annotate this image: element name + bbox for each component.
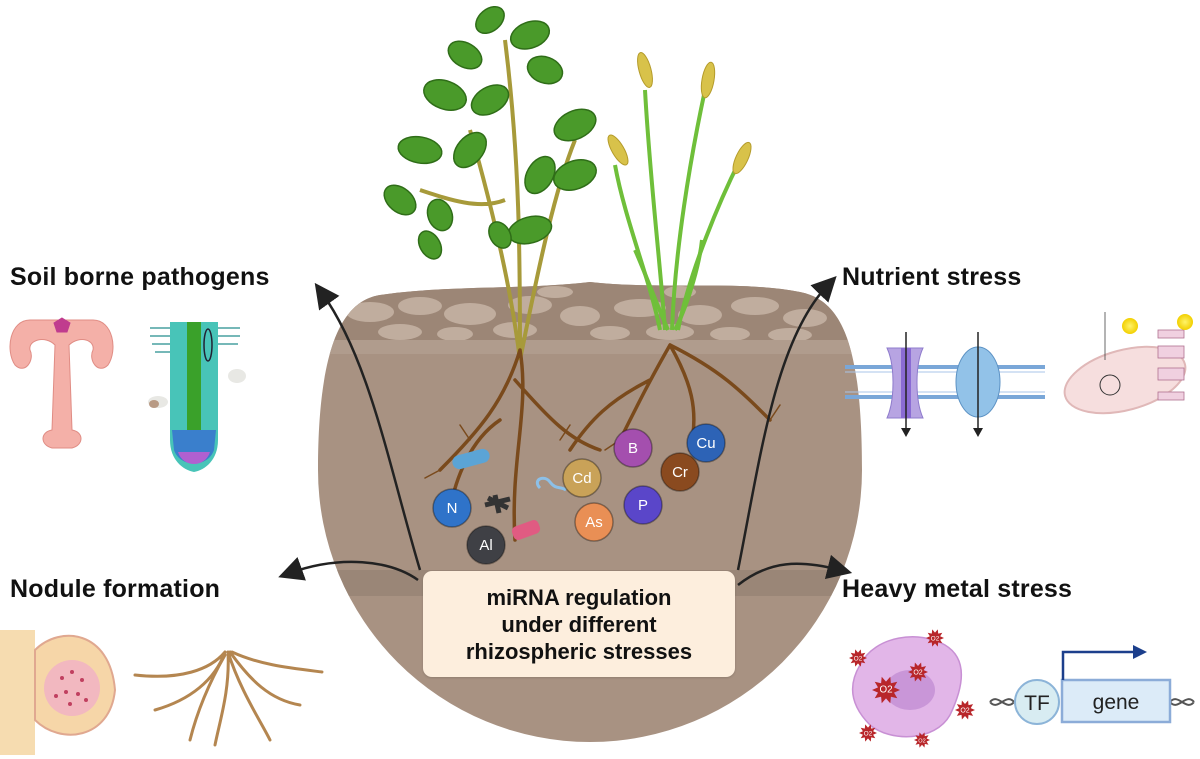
center-label-box: miRNA regulation under different rhizosp… (423, 571, 735, 677)
soil-borne-pathogens-title: Soil borne pathogens (10, 263, 270, 291)
arrow-to-heavy-metal-stress (737, 554, 853, 586)
center-label-line-2: under different (501, 611, 657, 637)
wheat-plant (607, 52, 752, 331)
arrow-to-nutrient-stress (736, 275, 837, 571)
gene-regulation-illustration: TF gene (989, 645, 1195, 725)
ion-b: B (613, 428, 653, 468)
legume-plant (383, 5, 597, 361)
ion-circle (466, 525, 506, 565)
ros-star-icon (914, 732, 930, 748)
ros-star-icon (926, 629, 944, 647)
ion-circle (574, 502, 614, 542)
ion-circle (613, 428, 653, 468)
ion-label: Cd (572, 470, 591, 487)
ros-star-icon (955, 700, 975, 720)
gene-box (1060, 678, 1172, 724)
ion-cu: Cu (686, 423, 726, 463)
ion-cr: Cr (660, 452, 700, 492)
ion-circle (562, 458, 602, 498)
tf-circle (1014, 679, 1060, 725)
ion-label: N (447, 500, 458, 517)
microbes (452, 448, 567, 540)
metabolism-illustration (1063, 312, 1193, 415)
ion-label: Cr (672, 464, 688, 481)
ion-al: Al (466, 525, 506, 565)
ion-as: As (574, 502, 614, 542)
ion-circle (432, 488, 472, 528)
ion-circle (623, 485, 663, 525)
ros-star-icon (872, 676, 900, 704)
membrane-transporters-illustration (845, 332, 1045, 437)
ion-label: B (628, 440, 638, 457)
center-label-line-1: miRNA regulation (486, 584, 672, 610)
ros-label: O2 (960, 708, 969, 715)
infected-root-illustration (148, 322, 246, 472)
ion-circle (660, 452, 700, 492)
tf-label: TF (1024, 692, 1050, 715)
ros-label: O2 (879, 685, 892, 696)
nematode-illustration (9, 317, 114, 449)
roots (424, 343, 781, 542)
nodule-illustration (0, 630, 117, 755)
ion-cd: Cd (562, 458, 602, 498)
ion-label: As (585, 514, 603, 531)
nodule-formation-title: Nodule formation (10, 575, 221, 603)
ros-label: O2 (854, 656, 863, 663)
arrows (278, 275, 853, 586)
ros-cell-illustration (851, 636, 963, 738)
ion-p: P (623, 485, 663, 525)
ion-label: Al (479, 537, 492, 554)
heavy-metal-stress-title: Heavy metal stress (842, 575, 1073, 603)
arrow-to-soil-borne-pathogens (314, 282, 422, 571)
root-system-illustration (133, 650, 324, 747)
ros-label: O2 (913, 670, 922, 677)
ion-label: Cu (696, 435, 715, 452)
arrow-to-nodule-formation (278, 557, 419, 582)
nutrient-stress-title: Nutrient stress (842, 263, 1022, 291)
ion-circle (686, 423, 726, 463)
ros-label: O2 (931, 636, 940, 643)
ros-label: O2 (864, 731, 873, 738)
ros-label: O2 (918, 739, 925, 745)
gene-label: gene (1093, 691, 1140, 714)
ros-star-icon (859, 724, 877, 742)
ros-star-icon (849, 649, 867, 667)
ion-n: N (432, 488, 472, 528)
ion-label: P (638, 497, 648, 514)
ros-star-icon (908, 662, 928, 682)
center-label-line-3: rhizospheric stresses (465, 638, 693, 664)
